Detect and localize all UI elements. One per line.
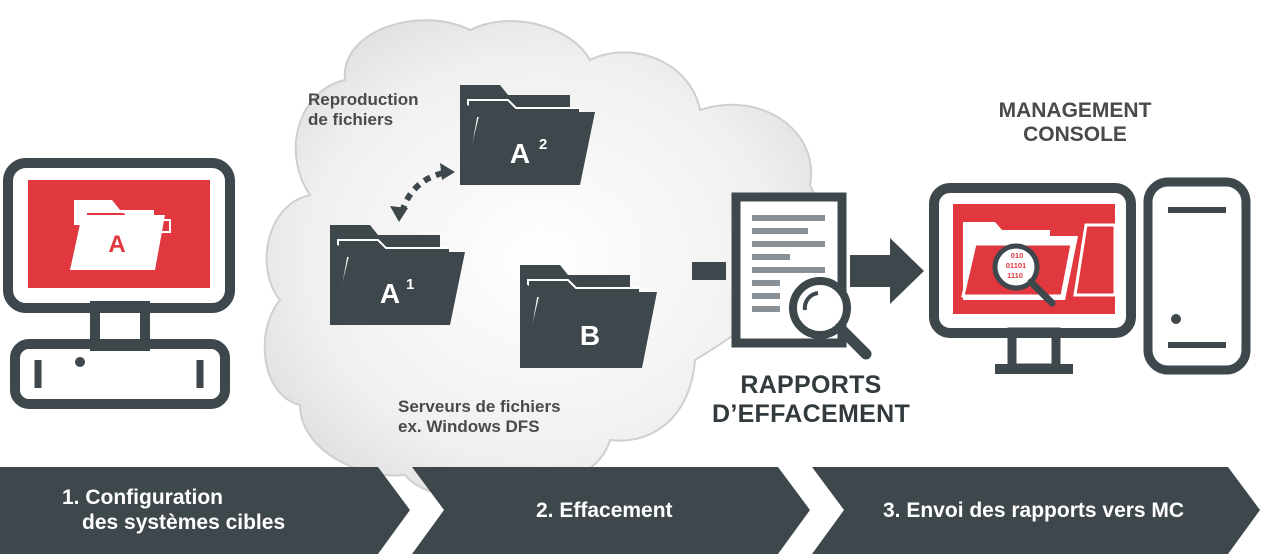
rapports-line-2: D’EFFACEMENT (711, 399, 911, 428)
report-document-icon (731, 192, 847, 348)
replication-arrow-icon (390, 163, 455, 222)
binary-line-1: 010 (1011, 251, 1024, 260)
folder-a2-superscript: 2 (539, 136, 547, 153)
binary-line-3: 1110 (1007, 271, 1023, 280)
management-line-1: MANAGEMENT (998, 99, 1152, 122)
step-1-line-2: des systèmes cibles (82, 511, 286, 535)
arrow-tail-bar (692, 262, 726, 280)
folder-b-letter: B (580, 320, 600, 351)
power-dot (75, 357, 85, 367)
serveurs-line-2: ex. Windows DFS (398, 416, 540, 436)
folder-a2-letter: A (510, 138, 530, 169)
step-3-label: 3. Envoi des rapports vers MC (883, 498, 1184, 523)
folder-a1-superscript: 1 (406, 276, 414, 293)
step-2-chevron (412, 467, 810, 554)
management-console-label: MANAGEMENT CONSOLE (970, 99, 1180, 147)
reproduction-label: Reproduction de fichiers (308, 90, 419, 129)
step-3-line-1: 3. Envoi des rapports vers MC (883, 499, 1185, 522)
step-2-label: 2. Effacement (536, 498, 673, 523)
step-1-label: 1. Configuration des systèmes cibles (62, 485, 285, 535)
folder-a1-icon (330, 225, 465, 325)
arrow-to-console-icon (850, 238, 924, 304)
rapports-label: RAPPORTS D’EFFACEMENT (706, 371, 916, 429)
rapports-line-1: RAPPORTS (740, 371, 882, 399)
step-1-chevron (0, 467, 410, 554)
reproduction-line-2: de fichiers (308, 109, 394, 129)
binary-search-icon: 010 01101 1110 (992, 243, 1056, 307)
cloud (263, 19, 821, 498)
server-tower-icon (1143, 177, 1251, 375)
step-3-chevron (812, 467, 1260, 554)
step-1-line-1: 1. Configuration (62, 486, 223, 509)
management-line-2: CONSOLE (1023, 123, 1127, 147)
serveurs-label: Serveurs de fichiers ex. Windows DFS (398, 397, 561, 436)
steps-bar (0, 467, 1260, 554)
reproduction-line-1: Reproduction (308, 90, 419, 109)
step-2-line-1: 2. Effacement (536, 499, 673, 522)
folder-b-icon (520, 265, 657, 368)
console-monitor (929, 183, 1136, 374)
folder-a1-letter: A (380, 278, 400, 309)
folder-a2-icon (460, 85, 595, 185)
desktop-folder-letter: A (108, 231, 125, 258)
magnifier-icon (789, 277, 872, 360)
serveurs-line-1: Serveurs de fichiers (398, 397, 561, 416)
desktop-computer (3, 158, 235, 409)
folder-a-icon (70, 200, 171, 270)
binary-line-2: 01101 (1006, 261, 1026, 270)
